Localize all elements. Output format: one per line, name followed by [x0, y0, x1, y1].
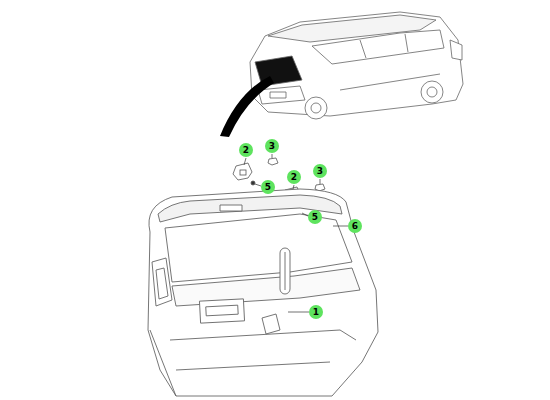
suv-wheel: [421, 81, 443, 103]
washer: [251, 181, 255, 185]
callout-number: 6: [348, 219, 362, 233]
callout-number: 5: [308, 210, 322, 224]
tail-lamp: [280, 248, 290, 294]
callout-number: 3: [313, 164, 327, 178]
suv-body: [250, 12, 463, 116]
callout-number: 2: [239, 143, 253, 157]
tailgate: [148, 189, 378, 396]
callout-number: 5: [261, 180, 275, 194]
view-arrow: [220, 76, 274, 137]
bolt: [268, 158, 278, 165]
hinge: [233, 163, 252, 180]
license-plate: [199, 299, 244, 323]
callout-number: 3: [265, 139, 279, 153]
suv-wheel: [305, 97, 327, 119]
side-lamp: [152, 258, 172, 306]
callout-number: 2: [287, 170, 301, 184]
callout-number: 1: [309, 305, 323, 319]
suv-side-windows: [312, 30, 444, 64]
